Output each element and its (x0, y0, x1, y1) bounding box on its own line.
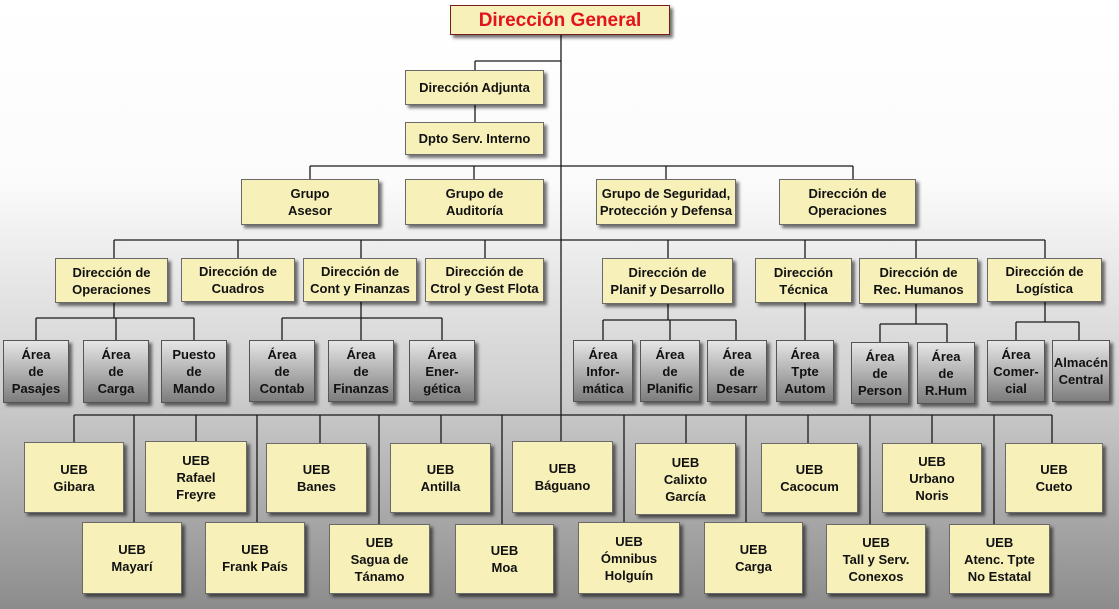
direction-box-operaciones: Dirección de Operaciones (55, 258, 168, 303)
direction-box-cont-finanzas: Dirección de Cont y Finanzas (303, 258, 417, 302)
direction-box-planif: Dirección de Planif y Desarrollo (602, 258, 733, 304)
group-box-operaciones: Dirección de Operaciones (779, 179, 916, 225)
area-box-pasajes: Área de Pasajes (3, 340, 69, 403)
area-box-energetica: Área Ener- gética (409, 340, 475, 402)
area-box-desarr: Área de Desarr (707, 340, 767, 402)
area-box-planific: Área de Planific (640, 340, 700, 402)
ueb-box-antilla: UEB Antilla (390, 443, 491, 513)
ueb-box-cacocum: UEB Cacocum (761, 443, 858, 513)
ueb-box-banes: UEB Banes (266, 443, 367, 513)
area-box-contab: Área de Contab (249, 340, 315, 402)
ueb-box-frank-pais: UEB Frank País (205, 522, 305, 594)
ueb-box-calixto-garcia: UEB Calixto García (635, 443, 736, 515)
direction-box-logistica: Dirección de Logística (987, 258, 1102, 302)
ueb-box-tall-serv: UEB Tall y Serv. Conexos (826, 524, 926, 594)
dpto-serv-interno-box: Dpto Serv. Interno (405, 122, 544, 155)
area-box-comercial: Área Comer- cial (987, 340, 1045, 402)
ueb-box-moa: UEB Moa (455, 524, 554, 594)
area-box-person: Área de Person (851, 342, 909, 404)
area-box-carga: Área de Carga (83, 340, 149, 403)
group-box-asesor: Grupo Asesor (241, 179, 379, 225)
ueb-box-atenc-tpte: UEB Atenc. Tpte No Estatal (949, 524, 1050, 594)
direction-box-rrhh: Dirección de Rec. Humanos (859, 258, 978, 304)
ueb-box-urbano-noris: UEB Urbano Noris (882, 443, 982, 513)
area-box-tpte-autom: Área Tpte Autom (776, 340, 834, 402)
ueb-box-gibara: UEB Gibara (24, 442, 124, 513)
ueb-box-sagua: UEB Sagua de Tánamo (329, 524, 430, 594)
area-box-puesto-mando: Puesto de Mando (161, 340, 227, 403)
ueb-box-omnibus-holguin: UEB Ómnibus Holguín (578, 522, 680, 594)
direction-box-tecnica: Dirección Técnica (755, 258, 852, 303)
area-box-finanzas: Área de Finanzas (328, 340, 394, 402)
area-box-almacen: Almacén Central (1052, 340, 1110, 402)
ueb-box-mayari: UEB Mayarí (82, 522, 182, 594)
group-box-seguridad: Grupo de Seguridad, Protección y Defensa (596, 179, 736, 225)
ueb-box-carga: UEB Carga (704, 522, 803, 594)
area-box-informatica: Área Infor- mática (573, 340, 633, 402)
direccion-general-box: Dirección General (450, 5, 670, 35)
direction-box-cuadros: Dirección de Cuadros (181, 258, 295, 302)
ueb-box-baguano: UEB Báguano (512, 441, 613, 513)
ueb-box-rafael-freyre: UEB Rafael Freyre (145, 441, 247, 513)
group-box-auditoria: Grupo de Auditoría (405, 179, 544, 225)
ueb-box-cueto: UEB Cueto (1005, 443, 1103, 513)
direction-box-ctrol-flota: Dirección de Ctrol y Gest Flota (425, 258, 544, 302)
direccion-adjunta-box: Dirección Adjunta (405, 70, 544, 105)
area-box-rhum: Área de R.Hum (917, 342, 975, 404)
